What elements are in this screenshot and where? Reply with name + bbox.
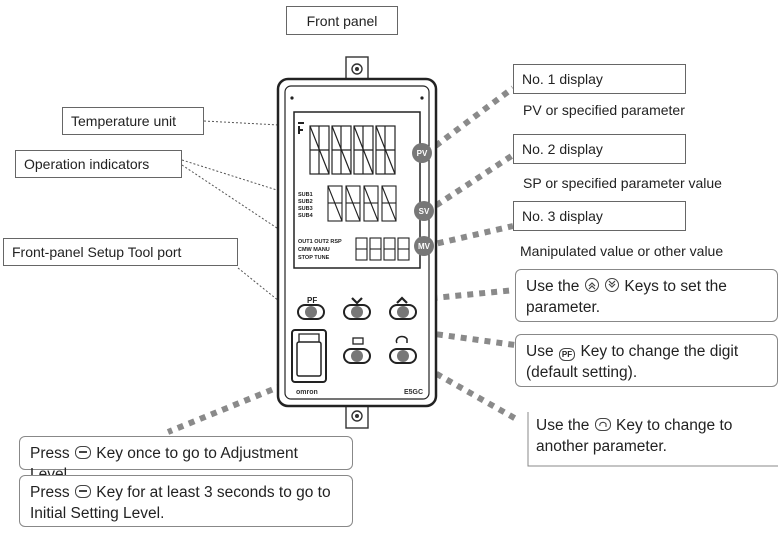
pv-marker: PV (412, 143, 432, 163)
operation-indicators-box: Operation indicators (15, 150, 182, 178)
leader-ops-b (181, 164, 296, 241)
leader-no3 (425, 223, 514, 249)
no2-display-box: No. 2 display (513, 134, 686, 164)
pv-label: PV (417, 149, 428, 158)
temperature-unit-icon (298, 122, 304, 134)
temperature-unit-label: Temperature unit (71, 113, 177, 129)
leader-no2 (424, 152, 515, 215)
pf-key-symbol: PF (307, 296, 317, 305)
down-key-icon (605, 278, 620, 292)
status-row-3: STOP TUNE (298, 255, 330, 261)
init-note-suffix: Key for at least 3 seconds to go to Init… (30, 484, 331, 522)
no3-display-box: No. 3 display (513, 201, 686, 231)
brand-label: omron (296, 389, 318, 396)
status-row-2: CMW MANU (298, 247, 330, 253)
updown-note-prefix: Use the (526, 278, 580, 295)
leader-no1 (424, 85, 515, 156)
display-1-digits (309, 125, 396, 175)
no2-display-label: No. 2 display (522, 141, 603, 157)
menu-key-once-note: Press Key once to go to Adjustment Level… (19, 436, 353, 483)
title-box: Front panel (286, 6, 398, 35)
init-note-prefix: Press (30, 484, 70, 501)
mv-label: MV (418, 242, 431, 251)
mode-note-prefix: Use the (536, 417, 590, 434)
model-label: E5GC (404, 389, 423, 396)
no1-display-box: No. 1 display (513, 64, 686, 94)
mode-key-symbol (395, 335, 408, 344)
pf-key-icon: PF (558, 348, 576, 361)
sv-marker: SV (414, 201, 434, 221)
operation-indicators-label: Operation indicators (24, 156, 150, 172)
status-indicators: OUT1 OUT2 RSP CMW MANU STOP TUNE (298, 239, 342, 261)
mode-key-icon (594, 418, 611, 431)
title-text: Front panel (306, 12, 378, 29)
top-mount-tab (345, 56, 369, 82)
bottom-mount-tab (345, 403, 369, 429)
sub-label-2: SUB2 (298, 199, 313, 205)
no2-display-desc: SP or specified parameter value (523, 175, 722, 191)
adj-note-prefix: Press (30, 445, 70, 462)
sub-label-1: SUB1 (298, 192, 313, 198)
no3-display-desc: Manipulated value or other value (520, 243, 724, 259)
sv-label: SV (419, 207, 430, 216)
menu-key-symbol (352, 337, 364, 345)
status-row-1: OUT1 OUT2 RSP (298, 239, 342, 245)
sub-indicators: SUB1 SUB2 SUB3 SUB4 (298, 192, 314, 219)
mv-marker: MV (414, 236, 434, 256)
no3-display-label: No. 3 display (522, 208, 603, 224)
updown-keys-note: Use the Keys to set the parameter. (515, 269, 778, 322)
display-2-digits (327, 185, 397, 222)
setup-tool-port-label: Front-panel Setup Tool port (12, 244, 182, 260)
display-3-digits (355, 237, 410, 261)
pf-key-symbol-text: PF (307, 296, 317, 305)
no1-display-desc: PV or specified parameter (523, 102, 685, 118)
up-key-icon (584, 278, 599, 292)
leader-menu (166, 355, 352, 435)
up-key-symbol (396, 296, 408, 304)
temperature-unit-box: Temperature unit (62, 107, 204, 135)
leader-port (237, 267, 301, 319)
no1-display-label: No. 1 display (522, 71, 603, 87)
menu-key-hold-note: Press Key for at least 3 seconds to go t… (19, 475, 353, 527)
sub-label-4: SUB4 (298, 213, 314, 219)
pf-note-prefix: Use (526, 343, 554, 360)
mode-key-note: Use the Key to change to another paramet… (536, 415, 776, 457)
menu-key-hold-icon (74, 485, 91, 498)
updown-note-suffix: Keys to set the parameter. (526, 278, 727, 316)
sub-label-3: SUB3 (298, 206, 313, 212)
leader-mode (403, 353, 520, 423)
setup-tool-port-box: Front-panel Setup Tool port (3, 238, 238, 266)
pf-note-suffix: Key to change the digit (default setting… (526, 343, 739, 381)
pf-key-note: Use PF Key to change the digit (default … (515, 334, 778, 387)
down-key-symbol (351, 297, 363, 305)
menu-key-icon (74, 446, 91, 459)
